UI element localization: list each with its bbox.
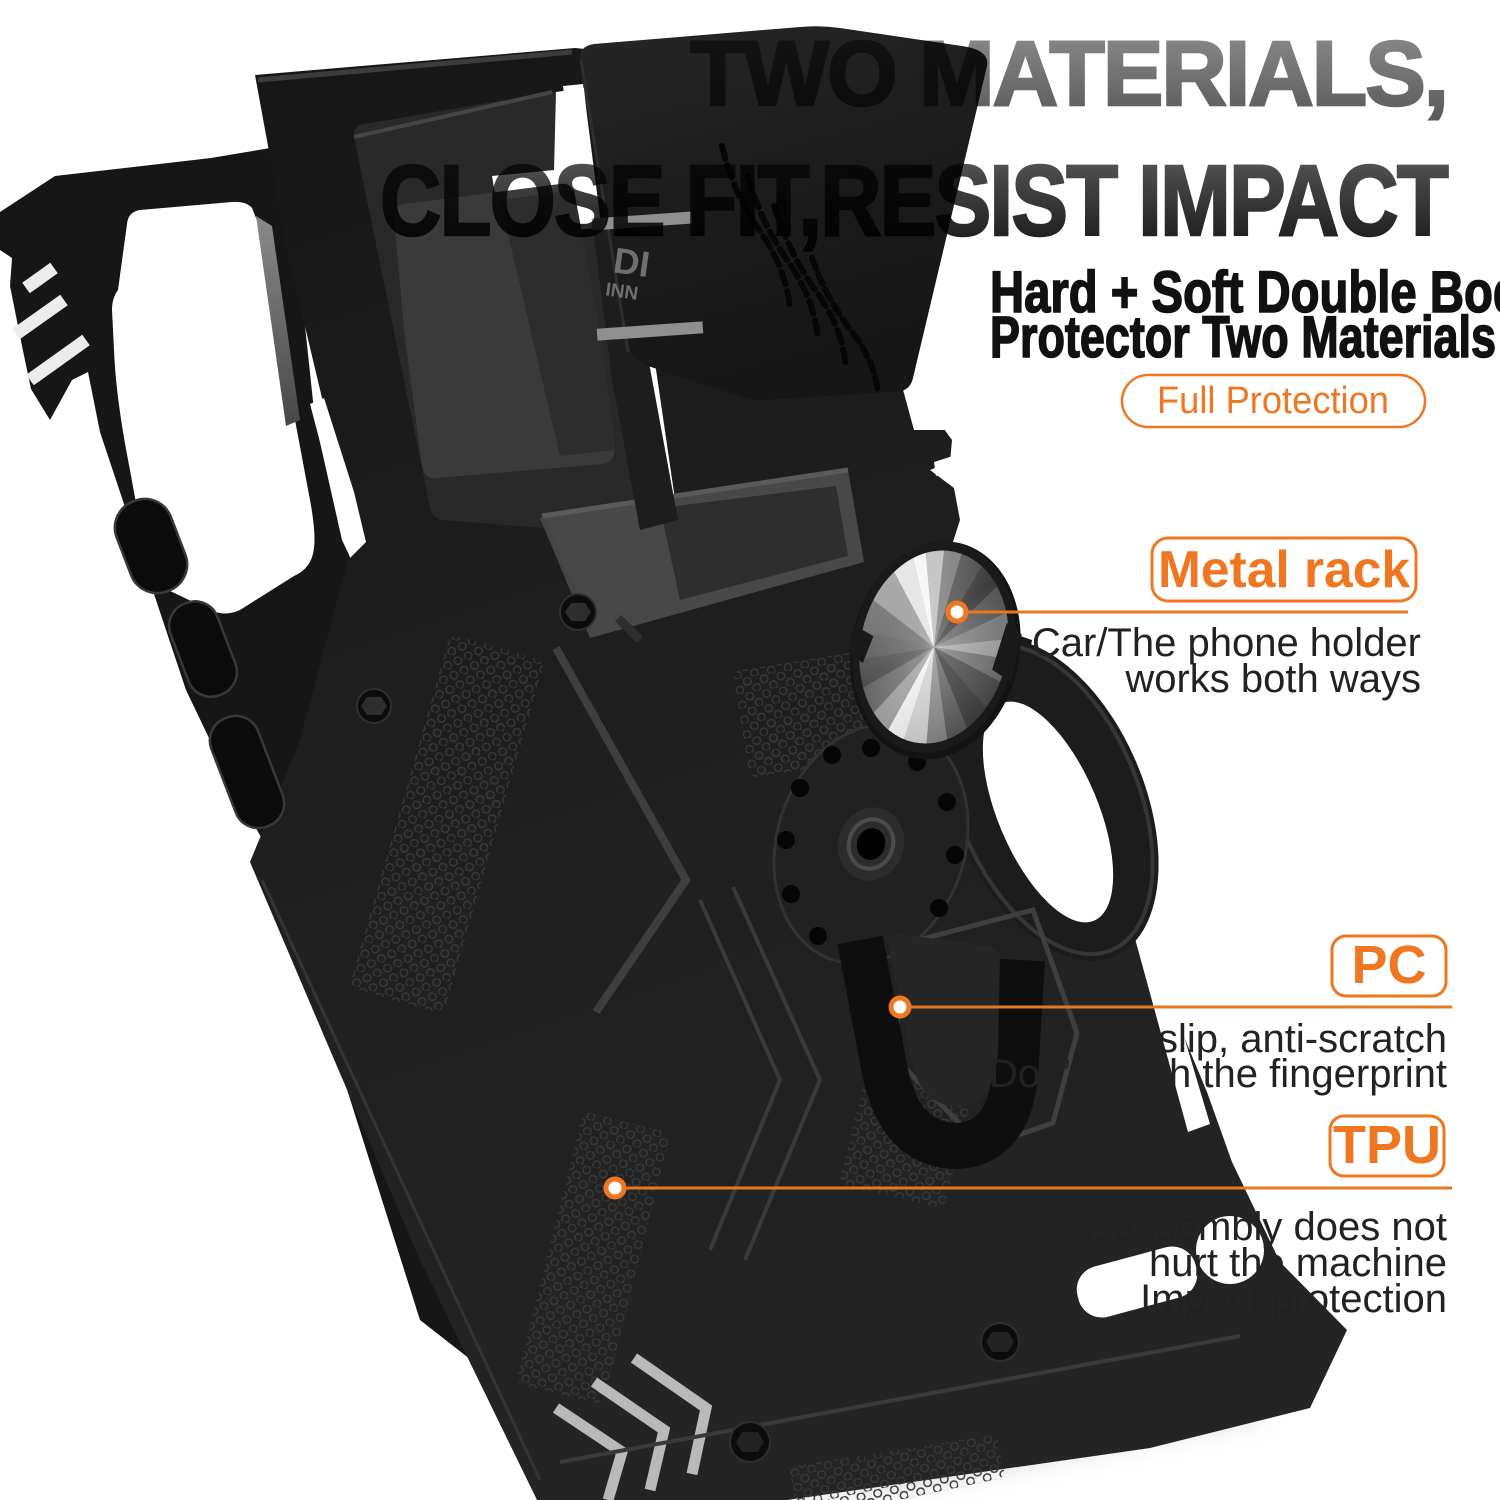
svg-text:Hard + Soft Double Body: Hard + Soft Double Body [990, 260, 1500, 325]
svg-text:INN: INN [604, 279, 639, 304]
svg-text:PC: PC [1351, 935, 1426, 995]
svg-text:Metal rack: Metal rack [1158, 541, 1410, 599]
svg-text:Don’t touch the fingerprint: Don’t touch the fingerprint [989, 1052, 1447, 1096]
svg-text:TPU: TPU [1333, 1115, 1441, 1175]
svg-text:Protector Two Materials: Protector Two Materials [990, 305, 1496, 370]
svg-text:CLOSE FIT,RESIST IMPACT: CLOSE FIT,RESIST IMPACT [380, 145, 1449, 257]
svg-text:Car/The phone holder: Car/The phone holder [1032, 621, 1421, 665]
svg-text:Impact protection: Impact protection [1140, 1277, 1447, 1321]
svg-text:Full Protection: Full Protection [1157, 380, 1389, 422]
svg-text:Disassembly does not: Disassembly does not [1056, 1205, 1447, 1249]
svg-text:DI: DI [611, 239, 652, 285]
svg-text:works both ways: works both ways [1124, 657, 1421, 701]
svg-text:Anti-slip, anti-scratch: Anti-slip, anti-scratch [1076, 1017, 1447, 1061]
svg-text:hurt the machine: hurt the machine [1149, 1241, 1447, 1285]
svg-text:TWO MATERIALS,: TWO MATERIALS, [690, 23, 1447, 125]
